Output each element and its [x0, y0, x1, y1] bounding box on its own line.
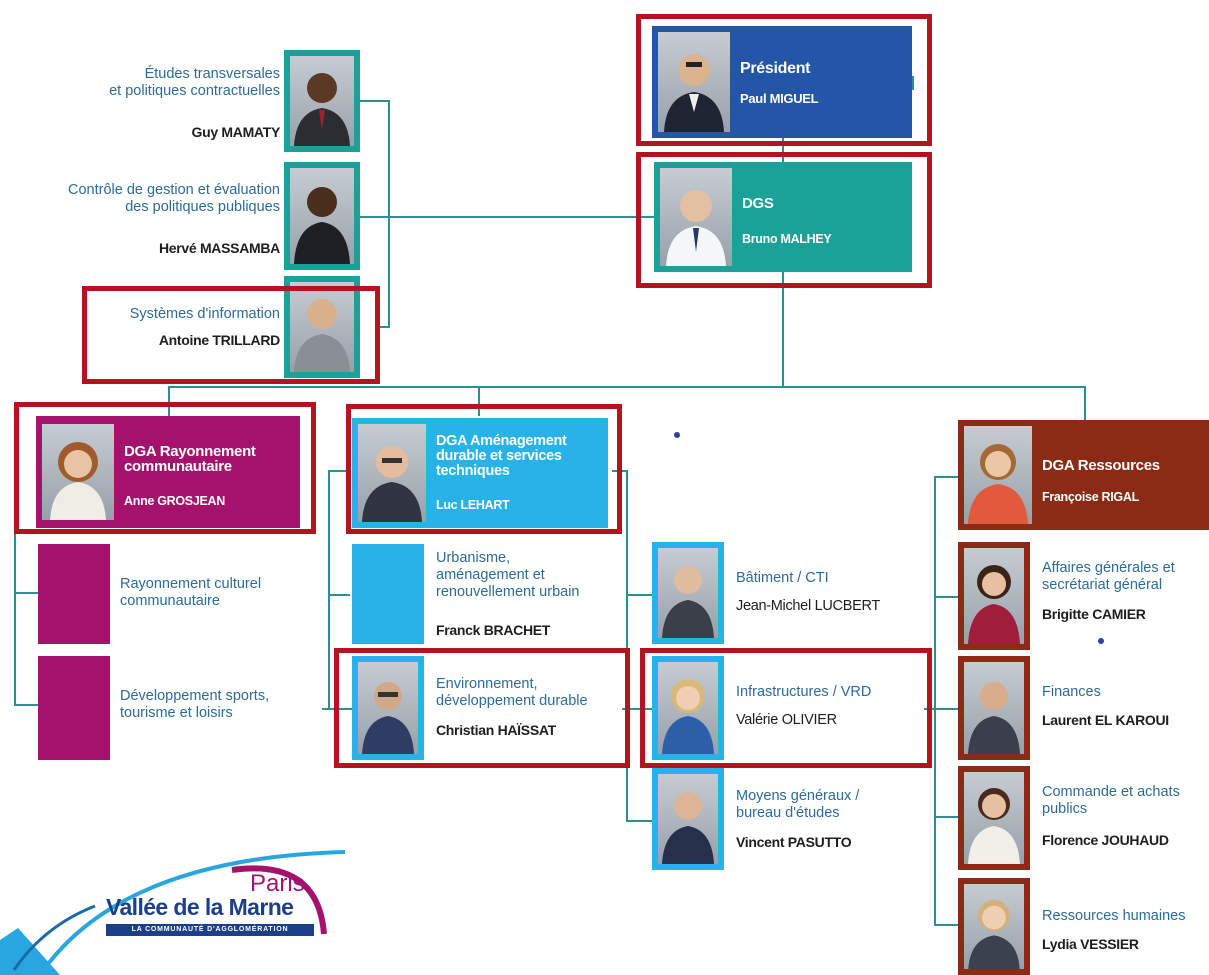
president-photo [658, 32, 730, 132]
unit-urbanisme-name: Franck BRACHET [436, 622, 551, 638]
unit-finances-name: Laurent EL KAROUI [1042, 712, 1169, 728]
unit-moyens-generaux-photo [652, 768, 724, 870]
president-title: Président [740, 60, 811, 77]
dga-ressources-photo [964, 426, 1032, 524]
unit-moyens-generaux-title: Moyens généraux /bureau d'études [736, 788, 860, 821]
staff-si-name: Antoine TRILLARD [158, 332, 280, 348]
dga-ressources-name: Françoise RIGAL [1042, 490, 1139, 504]
unit-ressources-humaines-photo [958, 878, 1030, 975]
dga-amenagement-name: Luc LEHART [436, 498, 510, 512]
unit-ressources-humaines-title: Ressources humaines [1042, 908, 1186, 924]
logo-vallee: Vallée de la Marne [106, 894, 294, 920]
staff-controle-name: Hervé MASSAMBA [158, 240, 280, 256]
decorative-dot [674, 432, 680, 438]
unit-commande-achats-photo [958, 766, 1030, 870]
unit-batiment-title: Bâtiment / CTI [736, 570, 829, 586]
decorative-dot-2 [1098, 638, 1104, 644]
unit-urbanisme-block [352, 544, 424, 644]
dgs-title: DGS [742, 195, 774, 212]
dga-amenagement-photo [358, 424, 426, 522]
unit-affaires-generales-photo [958, 542, 1030, 650]
unit-batiment-name: Jean-Michel LUCBERT [736, 598, 880, 614]
unit-developpement-sports-block [38, 656, 110, 760]
unit-infrastructures-title: Infrastructures / VRD [736, 684, 872, 700]
unit-rayonnement-culturel-block [38, 544, 110, 644]
unit-batiment-photo [652, 542, 724, 644]
dga-ressources-title: DGA Ressources [1042, 457, 1160, 474]
unit-finances-photo [958, 656, 1030, 760]
unit-environnement-title: Environnement,développement durable [436, 676, 588, 709]
unit-developpement-sports-title: Développement sports,tourisme et loisirs [120, 688, 270, 721]
logo-arc-graphic [0, 850, 346, 975]
president-box: Président Paul MIGUEL [652, 26, 912, 138]
unit-ressources-humaines-name: Lydia VESSIER [1042, 936, 1139, 952]
unit-environnement-photo [352, 656, 424, 760]
unit-environnement-name: Christian HAÏSSAT [436, 722, 556, 738]
logo: Paris Vallée de la Marne LA COMMUNAUTÉ D… [0, 848, 360, 975]
staff-etudes-name: Guy MAMATY [191, 124, 280, 140]
dga-ressources-box: DGA Ressources Françoise RIGAL [958, 420, 1209, 530]
staff-si-photo [284, 276, 360, 378]
dgs-name: Bruno MALHEY [742, 232, 832, 246]
president-name: Paul MIGUEL [740, 91, 819, 106]
staff-etudes-photo [284, 50, 360, 152]
staff-si-title: Systèmes d'information [129, 306, 280, 322]
unit-commande-achats-name: Florence JOUHAUD [1042, 832, 1169, 848]
unit-finances-title: Finances [1042, 684, 1101, 700]
dga-rayonnement-name: Anne GROSJEAN [124, 494, 225, 508]
logo-tagline: LA COMMUNAUTÉ D'AGGLOMÉRATION [106, 924, 314, 936]
unit-moyens-generaux-name: Vincent PASUTTO [736, 834, 852, 850]
dgs-photo [660, 168, 732, 266]
unit-infrastructures-photo [652, 656, 724, 760]
logo-paris: Paris [250, 870, 305, 897]
unit-affaires-generales-name: Brigitte CAMIER [1042, 606, 1146, 622]
unit-infrastructures-name: Valérie OLIVIER [736, 712, 837, 728]
dgs-box: DGS Bruno MALHEY [654, 162, 912, 272]
dga-rayonnement-photo [42, 424, 114, 520]
staff-controle-photo [284, 162, 360, 270]
